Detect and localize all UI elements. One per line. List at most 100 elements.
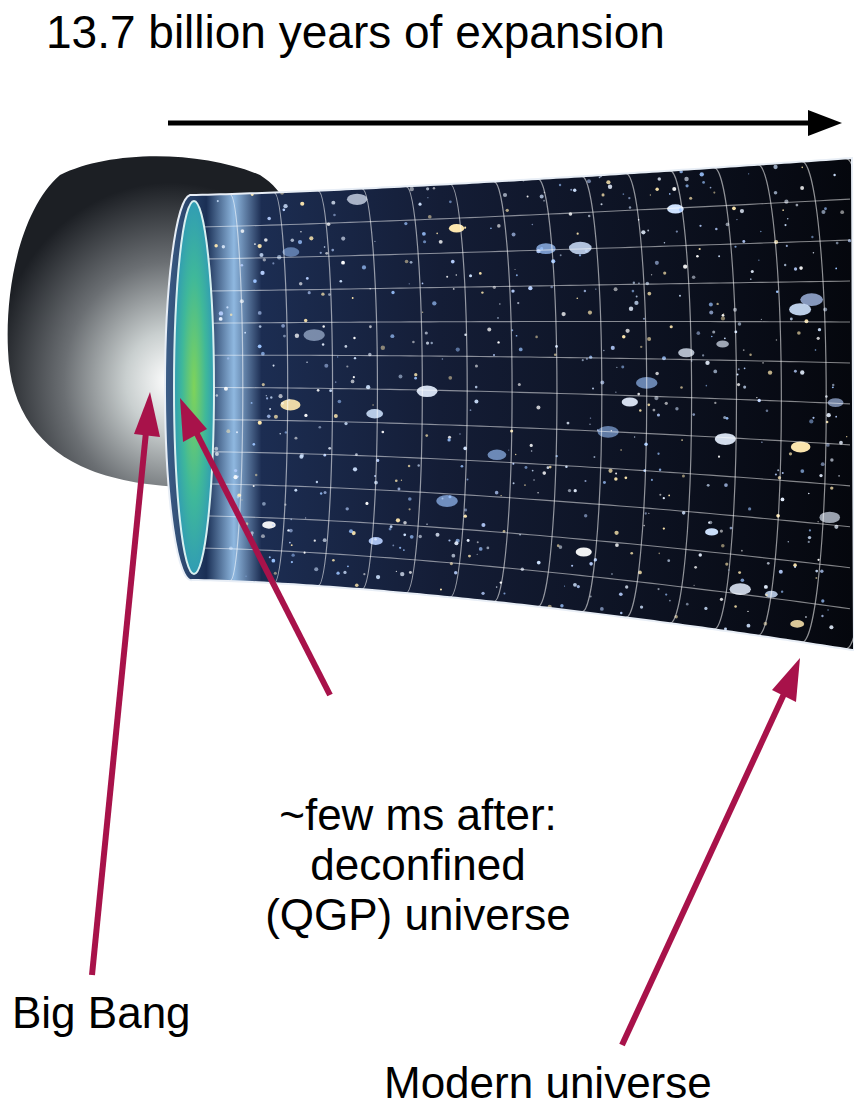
star: [418, 203, 421, 206]
star: [535, 336, 538, 339]
star: [241, 264, 244, 267]
star: [372, 404, 373, 405]
star: [427, 197, 428, 198]
star: [784, 224, 786, 226]
star: [258, 244, 262, 248]
star: [516, 274, 518, 276]
star: [409, 571, 412, 574]
star: [395, 479, 398, 482]
star: [425, 434, 428, 437]
star: [426, 524, 427, 525]
grid-line: [190, 321, 850, 323]
annotation-label: 13.7 billion years of expansion: [46, 4, 665, 60]
star: [283, 204, 287, 208]
star: [742, 240, 745, 243]
star: [737, 383, 740, 386]
grid-line: [190, 452, 850, 486]
leader-head: [772, 658, 800, 702]
star: [748, 173, 749, 174]
star: [324, 246, 326, 248]
star: [699, 225, 701, 227]
star: [819, 512, 840, 523]
star: [262, 521, 276, 529]
star: [663, 497, 665, 499]
star: [333, 214, 336, 217]
star: [308, 291, 311, 294]
star: [331, 249, 334, 252]
star: [448, 495, 451, 498]
star: [279, 433, 281, 435]
star: [648, 513, 649, 514]
star: [645, 512, 647, 514]
star: [532, 470, 534, 472]
star: [789, 303, 811, 315]
star: [774, 191, 778, 195]
star: [682, 475, 685, 478]
star: [732, 206, 736, 210]
star: [632, 290, 635, 293]
star: [403, 549, 405, 551]
star: [366, 409, 383, 418]
star: [481, 291, 483, 293]
star: [629, 307, 633, 311]
star: [226, 306, 228, 308]
star: [431, 342, 433, 344]
star: [714, 402, 716, 404]
star: [329, 389, 332, 392]
star: [401, 480, 402, 481]
star: [341, 237, 345, 241]
star: [614, 531, 618, 535]
star: [718, 456, 720, 458]
star: [658, 177, 661, 180]
star: [758, 259, 759, 260]
star: [428, 215, 432, 219]
star: [524, 484, 526, 486]
star: [508, 449, 509, 450]
star: [808, 541, 810, 543]
star: [637, 393, 640, 396]
star: [624, 476, 627, 479]
star: [619, 592, 623, 596]
star: [655, 372, 658, 375]
star: [634, 301, 638, 305]
star: [506, 209, 509, 212]
star: [567, 422, 570, 425]
star: [817, 559, 819, 561]
star: [571, 565, 573, 567]
star: [266, 395, 267, 396]
star: [835, 416, 837, 418]
star: [614, 287, 618, 291]
star: [653, 409, 656, 412]
star: [751, 270, 754, 273]
star: [322, 343, 325, 346]
star: [227, 357, 229, 359]
star: [369, 537, 383, 545]
star: [253, 279, 257, 283]
star: [715, 433, 736, 445]
star: [628, 197, 630, 199]
star: [499, 303, 501, 305]
star: [408, 508, 410, 510]
star: [589, 562, 593, 566]
star: [557, 544, 560, 547]
star: [713, 370, 717, 374]
star: [500, 495, 501, 496]
star: [422, 311, 423, 312]
star: [391, 291, 394, 294]
star: [830, 458, 833, 461]
star: [525, 466, 528, 469]
star: [747, 624, 751, 628]
star: [245, 576, 246, 577]
star: [817, 337, 820, 340]
star: [800, 469, 804, 473]
star: [408, 497, 412, 501]
star: [720, 529, 723, 532]
star: [749, 353, 751, 355]
star: [560, 254, 562, 256]
star: [616, 367, 617, 368]
star: [291, 561, 293, 563]
star: [680, 386, 683, 389]
star: [396, 518, 400, 522]
cmb-disc: [174, 201, 214, 574]
star: [801, 167, 803, 169]
